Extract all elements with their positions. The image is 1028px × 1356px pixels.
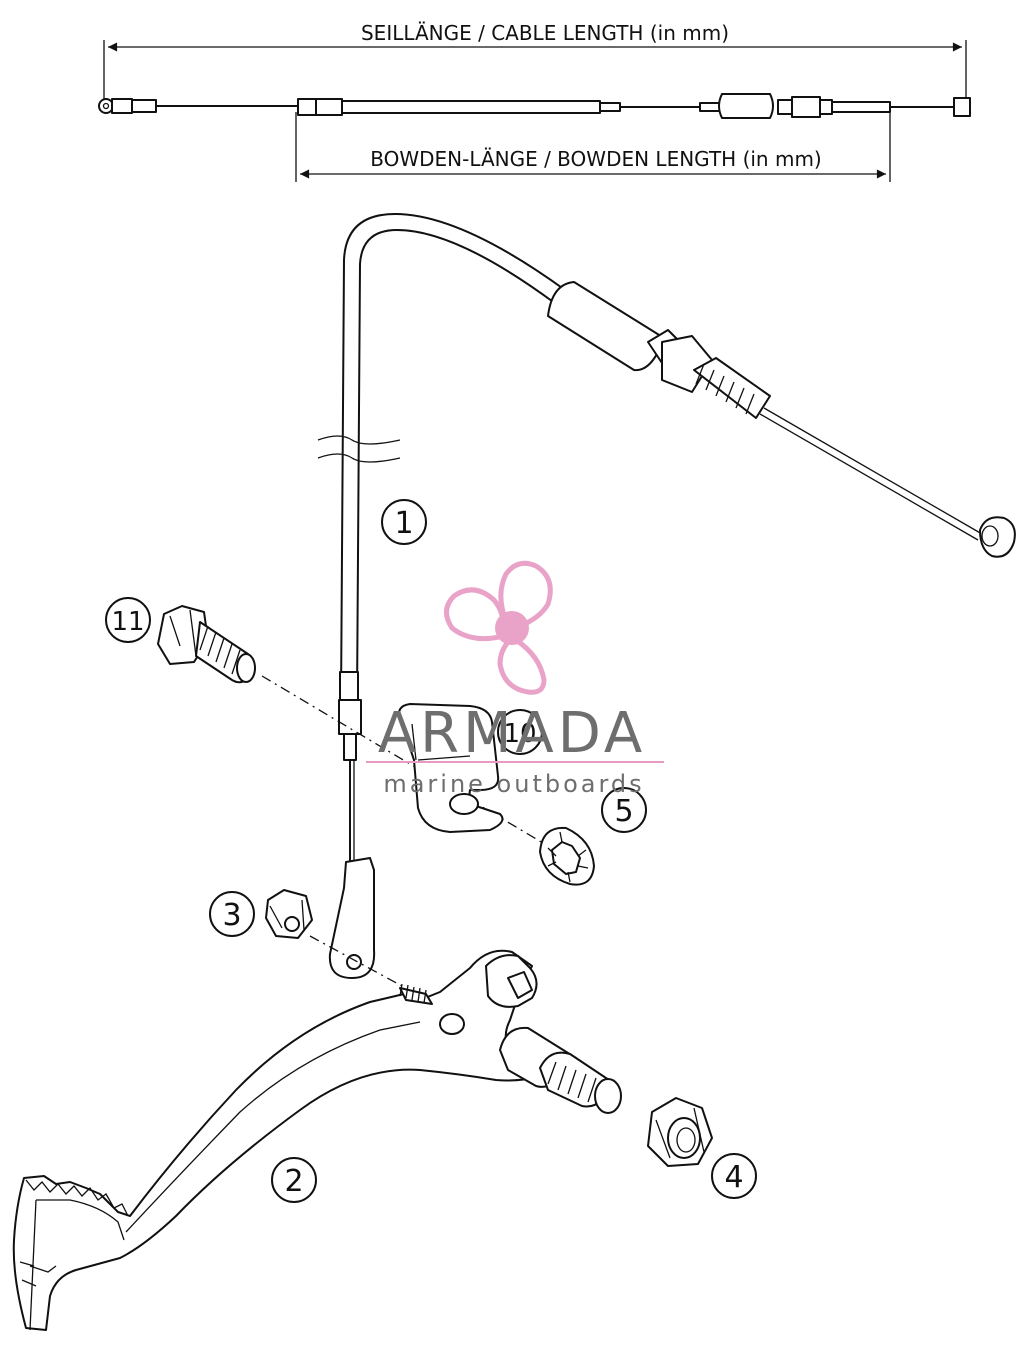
callout-3: 3 bbox=[209, 891, 255, 937]
callout-4: 4 bbox=[711, 1153, 757, 1199]
callout-2-label: 2 bbox=[284, 1164, 303, 1199]
cable-length-dimension: SEILLÄNGE / CABLE LENGTH (in mm) bbox=[103, 21, 967, 104]
lock-washer bbox=[539, 826, 595, 886]
bowden-length-label: BOWDEN-LÄNGE / BOWDEN LENGTH (in mm) bbox=[370, 147, 821, 171]
callout-5: 5 bbox=[601, 787, 647, 833]
large-nut bbox=[647, 1097, 713, 1167]
cable-straight-view bbox=[98, 93, 971, 119]
small-nut bbox=[265, 889, 403, 987]
armada-watermark: ARMADA marine outboards bbox=[366, 560, 664, 798]
callout-10: 10 bbox=[497, 709, 543, 755]
callout-11: 11 bbox=[105, 597, 151, 643]
bowden-length-dimension: BOWDEN-LÄNGE / BOWDEN LENGTH (in mm) bbox=[295, 112, 891, 182]
callout-2: 2 bbox=[271, 1157, 317, 1203]
bolt bbox=[157, 605, 256, 684]
callout-1-label: 1 bbox=[394, 506, 413, 541]
brake-pedal bbox=[12, 949, 622, 1331]
brake-cable bbox=[317, 213, 1016, 979]
callout-3-label: 3 bbox=[222, 898, 241, 933]
watermark-brand: ARMADA bbox=[378, 701, 646, 766]
watermark-tagline: marine outboards bbox=[383, 770, 644, 798]
propeller-logo-icon bbox=[444, 560, 553, 695]
callout-4-label: 4 bbox=[724, 1160, 743, 1195]
cable-length-label: SEILLÄNGE / CABLE LENGTH (in mm) bbox=[361, 21, 729, 45]
callout-10-label: 10 bbox=[503, 719, 536, 749]
callout-5-label: 5 bbox=[614, 794, 633, 829]
callout-1: 1 bbox=[381, 499, 427, 545]
bracket bbox=[398, 703, 504, 833]
callout-11-label: 11 bbox=[111, 607, 144, 637]
